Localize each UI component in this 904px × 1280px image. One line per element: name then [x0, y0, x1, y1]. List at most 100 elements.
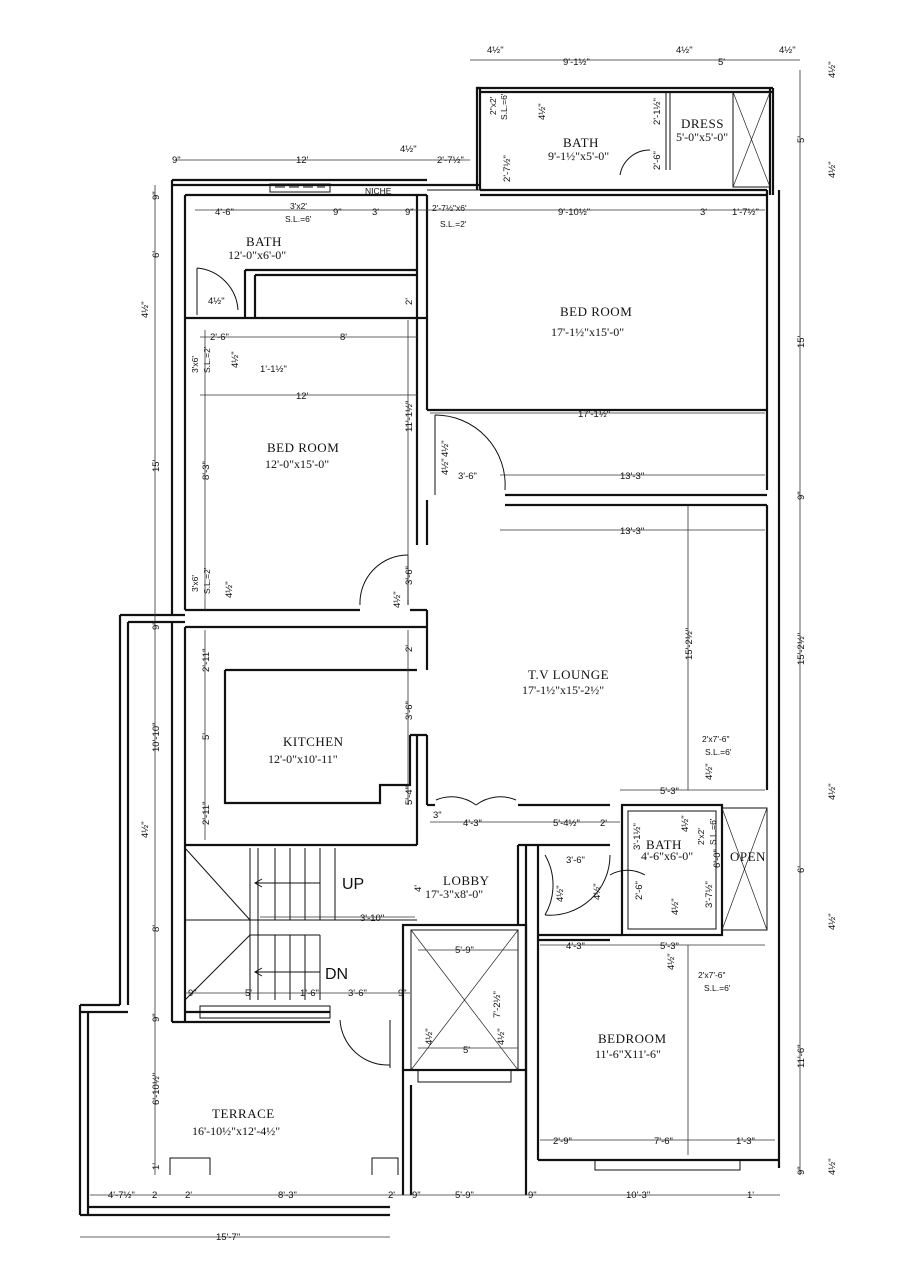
dim-kitchen-f: 5'-4" [404, 786, 415, 805]
dim-right-c: 4½" [827, 161, 838, 178]
bedroom-right-name: BED ROOM [560, 304, 632, 319]
dim-right-h: 6' [796, 866, 807, 873]
dim-row-low-a: 4'-3" [566, 941, 585, 952]
dim-row2-a: 9" [172, 155, 181, 166]
doors [196, 149, 651, 1068]
bath-left-size: 12'-0"x6'-0" [228, 248, 286, 262]
dim-bedroom-b-a: 2'-9" [553, 1136, 572, 1147]
bath-left-vent2: 2'-7½"x6' [432, 203, 467, 213]
dim-right-d: 15' [796, 335, 807, 348]
dim-bed-left-door-b: 4½" [392, 591, 403, 608]
dim-stair-row-b: 5' [245, 988, 252, 999]
bath-left-name: BATH [246, 234, 282, 249]
dim-stair-row-c: 1'-6" [300, 988, 319, 999]
bedroom-left-size: 12'-0"x15'-0" [265, 457, 329, 471]
dim-lounge-w: 13'-3" [620, 526, 644, 537]
dim-lobby-d: 2' [600, 818, 607, 829]
bedroom-bottom-name: BEDROOM [598, 1031, 667, 1046]
dim-left-f: 10'-10" [151, 723, 162, 752]
dim-row2-c: 4½" [400, 144, 417, 155]
dim-left-c: 4½" [140, 301, 151, 318]
dim-bottom-h: 10'-3" [626, 1190, 650, 1201]
dim-row3-b: 9" [333, 207, 342, 218]
dim-row2-d: 2'-7½" [437, 155, 464, 166]
dim-shaft-ts2: 4½" [496, 1028, 507, 1045]
dim-right-j: 11'-6" [796, 1045, 807, 1069]
bath-small-size: 4'-6"x6'-0" [641, 849, 693, 863]
bedroom-bottom-size: 11'-6"X11'-6" [595, 1047, 661, 1061]
dim-bath-left-f: 1'-1½" [260, 364, 287, 375]
dim-row-low-c: 4½" [666, 953, 677, 970]
dim-bottom-c: 8'-3" [278, 1190, 297, 1201]
dim-lobby-b: 4'-3" [463, 818, 482, 829]
dim-bath-top-h: 2'-7½" [502, 155, 513, 182]
terrace-name: TERRACE [212, 1106, 275, 1121]
dim-right-a: 4½" [827, 61, 838, 78]
dim-left-d: 15' [151, 459, 162, 472]
dim-bottom-b: 2' [185, 1190, 192, 1201]
dim-row3-d: 9" [405, 207, 414, 218]
bedroom-left-name: BED ROOM [267, 440, 339, 455]
dim-bottom-e: 9" [412, 1190, 421, 1201]
dim-bed-right-ts2: 4½" [440, 458, 451, 475]
dim-bedroom-b-c: 1'-3" [736, 1136, 755, 1147]
dim-stair-row-d: 3'-6" [348, 988, 367, 999]
dim-stair-row-a: 9" [188, 988, 197, 999]
dim-bottom-g: 9" [528, 1190, 537, 1201]
dim-right-k: 9" [796, 1166, 807, 1175]
dim-left-h: 8' [151, 925, 162, 932]
bath-small-vent-sl: S.L.=6' [708, 818, 718, 845]
bath-left-vent-sl: S.L.=6' [285, 214, 312, 224]
dim-left-i: 9" [151, 1013, 162, 1022]
dim-right-g: 4½" [827, 783, 838, 800]
dim-lobby-h: 4' [413, 885, 424, 892]
kitchen-size: 12'-0"x10'-11" [268, 752, 338, 766]
bed-left-window2-sl: S.L.=2' [202, 567, 212, 594]
dim-bottom-total: 15'-7" [216, 1232, 240, 1243]
dim-right-e: 9" [796, 491, 807, 500]
dim-row3-g: 1'-7½" [732, 207, 759, 218]
dim-row3-e: 9'-10½" [558, 207, 590, 218]
dim-bed-right-side: 11'-1½" [404, 401, 415, 432]
lounge-window-sl: S.L.=6' [705, 747, 732, 757]
kitchen-name: KITCHEN [283, 734, 344, 749]
staircase: UP DN [184, 847, 417, 1001]
lobby-name: LOBBY [443, 873, 490, 888]
dim-left-j: 6'-10½" [151, 1073, 162, 1105]
dim-bottom-d: 2' [388, 1190, 395, 1201]
tv-lounge-name: T.V LOUNGE [528, 667, 609, 682]
dim-right-l: 4½" [827, 1158, 838, 1175]
dim-bottom-i: 1' [747, 1190, 754, 1201]
dim-bath-s-i: 4½" [555, 885, 566, 902]
dim-lobby-a: 3" [433, 810, 442, 821]
dim-shaft-w: 5'-9" [455, 945, 474, 956]
dim-shaft-h: 7'-2½" [492, 991, 503, 1018]
dim-left-e: 9" [151, 621, 162, 630]
dim-bed-left-door: 3'-6" [404, 566, 415, 585]
open-label: OPEN [730, 849, 766, 864]
bath-top-size: 9'-1½"x5'-0" [548, 149, 609, 163]
bedroom-window-sl: S.L.=6' [704, 983, 731, 993]
dim-bath-s-h: 4½" [592, 883, 603, 900]
up-label: UP [342, 876, 364, 893]
dim-bath-s-d: 6'-0" [712, 849, 723, 868]
opening-notes: 2"x2' S.L.=6' 3'x2' S.L.=6' 2'-7½"x6' S.… [190, 93, 732, 993]
bath-small-name: BATH [646, 837, 682, 852]
dim-bottom-a: 4'-7½" [108, 1190, 135, 1201]
dim-row3-f: 3' [700, 207, 707, 218]
dim-bed-left-w: 12' [296, 391, 309, 402]
terrace-size: 16'-10½"x12'-4½" [192, 1124, 280, 1138]
dim-bath-s-a: 3'-1½" [632, 823, 643, 850]
dim-bed-left-h: 8'-3" [201, 461, 212, 480]
dim-left-g: 4½" [140, 821, 151, 838]
dim-right-i: 4½" [827, 913, 838, 930]
dimension-lines [80, 59, 801, 1238]
dim-kitchen-a: 2'-11" [201, 649, 212, 673]
dim-row3-c: 3' [372, 207, 379, 218]
dim-top-b: 9'-1½" [563, 57, 590, 68]
bath-left-vent: 3'x2' [290, 201, 307, 211]
bed-left-window1-sl: S.L.=2' [202, 346, 212, 373]
dim-bed-right-door: 3'-6" [458, 471, 477, 482]
dim-bath-top-ts: 4½" [537, 103, 548, 120]
